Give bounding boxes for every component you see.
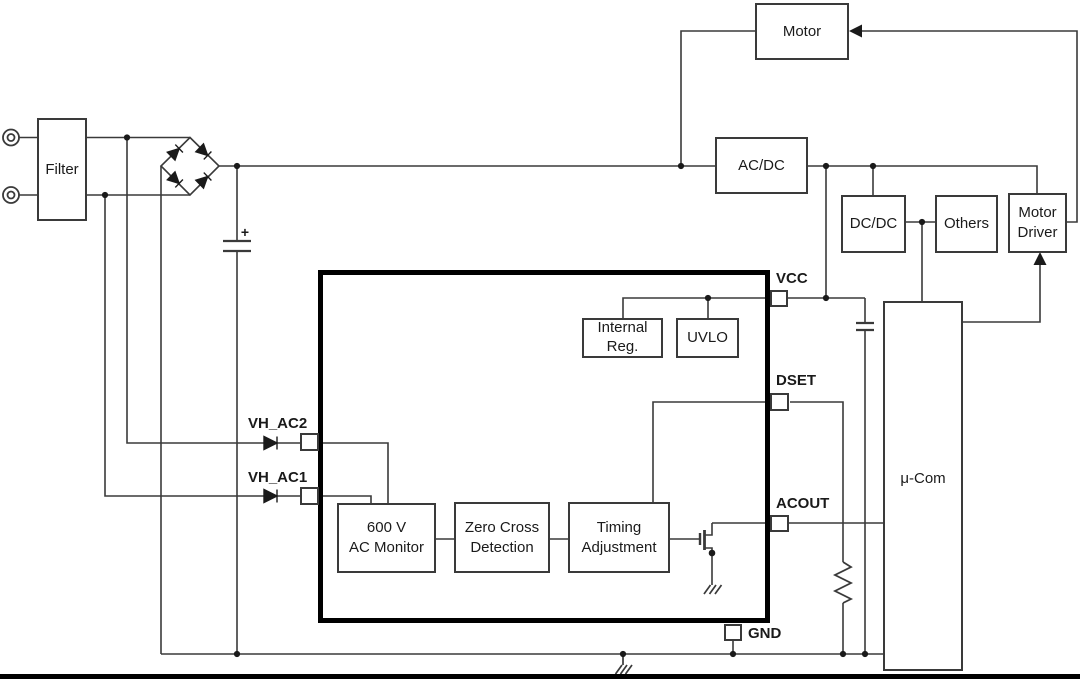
- block-motor-driver: Motor Driver: [1008, 193, 1067, 253]
- pin-vh-ac2-label: VH_AC2: [248, 415, 308, 432]
- pin-vh-ac2: [300, 433, 319, 451]
- bridge-diode-icon: [194, 172, 212, 190]
- block-internal-reg-label: Internal Reg.: [597, 319, 648, 355]
- block-ucom-label: μ-Com: [900, 470, 946, 488]
- block-others: Others: [935, 195, 998, 253]
- block-ac-monitor: 600 V AC Monitor: [337, 503, 436, 573]
- block-motor-label: Motor: [782, 22, 822, 40]
- block-dcdc: DC/DC: [841, 195, 906, 253]
- block-zero-cross: Zero Cross Detection: [454, 502, 550, 573]
- block-acdc-label: AC/DC: [738, 156, 785, 174]
- bulk-capacitor-icon: [223, 239, 251, 253]
- block-acdc: AC/DC: [715, 137, 808, 194]
- pin-acout: [770, 515, 789, 532]
- pin-vcc: [770, 290, 788, 307]
- block-ucom: μ-Com: [883, 301, 963, 671]
- capacitor-plus-sign: +: [241, 224, 249, 240]
- block-motor: Motor: [755, 3, 849, 60]
- dset-external-wire: [790, 401, 844, 654]
- motor-supply-wire: [680, 30, 755, 166]
- dc-bus-wire: [219, 165, 1038, 193]
- pin-gnd: [724, 624, 742, 641]
- block-timing-label: Timing Adjustment: [581, 518, 657, 556]
- ac-terminal-icon: [2, 186, 20, 204]
- block-dcdc-label: DC/DC: [849, 215, 898, 233]
- pin-vcc-label: VCC: [776, 270, 808, 287]
- ground-icon: [614, 654, 633, 675]
- vh-ac2-internal-wire: [320, 442, 389, 503]
- pin-dset-label: DSET: [776, 372, 817, 389]
- ucom-driver-wire: [963, 264, 1041, 323]
- block-uvlo: UVLO: [676, 318, 739, 358]
- block-motor-driver-label: Motor Driver: [1017, 204, 1058, 241]
- motor-drive-wire: [862, 30, 1078, 223]
- bridge-rectifier: [159, 136, 221, 197]
- ic-boundary: [318, 270, 770, 623]
- bridge-diode-icon: [194, 142, 212, 160]
- vh-ac1-wire: [104, 195, 300, 497]
- block-timing: Timing Adjustment: [568, 502, 670, 573]
- pin-dset: [770, 393, 789, 411]
- block-uvlo-label: UVLO: [687, 329, 728, 347]
- vh-ac1-internal-wire: [320, 495, 372, 503]
- pin-vh-ac1-label: VH_AC1: [248, 469, 308, 486]
- block-filter-label: Filter: [45, 160, 79, 178]
- driver-arrowhead-icon: [1033, 252, 1047, 265]
- bridge-diode-icon: [166, 170, 184, 188]
- bottom-border-bar: [0, 674, 1080, 679]
- dcdc-others-wire: [906, 221, 935, 301]
- pin-vh-ac1: [300, 487, 319, 505]
- diode-icon: [263, 488, 279, 504]
- junction-dots: [101, 134, 926, 658]
- mosfet-icon: [670, 523, 713, 585]
- resistor-icon: [832, 561, 854, 604]
- vcc-internal-wire: [622, 297, 770, 318]
- motor-arrowhead-icon: [849, 24, 862, 38]
- pin-acout-label: ACOUT: [776, 495, 830, 512]
- block-internal-reg: Internal Reg.: [582, 318, 663, 358]
- dset-internal-wire: [652, 401, 770, 502]
- block-zero-cross-label: Zero Cross Detection: [464, 518, 540, 556]
- diode-icon: [263, 435, 279, 451]
- vh-ac2-wire: [126, 137, 300, 444]
- bridge-diode-icon: [166, 144, 184, 162]
- block-ac-monitor-label: 600 V AC Monitor: [348, 519, 425, 556]
- ac-terminal-icon: [2, 128, 20, 147]
- decoupling-capacitor-icon: [856, 321, 874, 332]
- ground-icon: [703, 584, 723, 595]
- pin-gnd-label: GND: [748, 625, 782, 642]
- block-others-label: Others: [943, 215, 989, 233]
- block-filter: Filter: [37, 118, 87, 221]
